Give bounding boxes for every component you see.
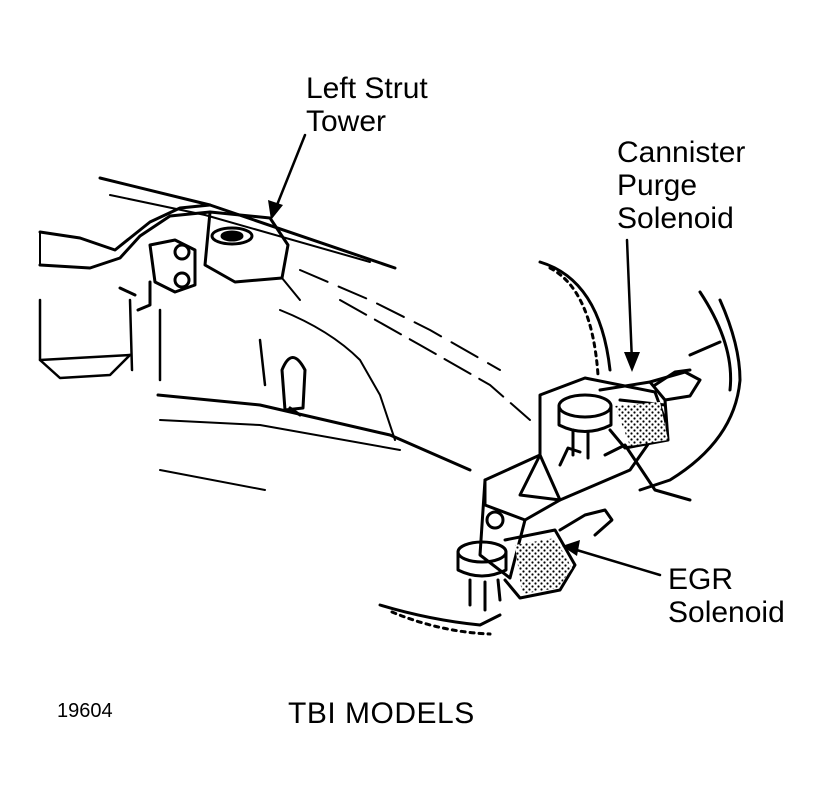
fender-panel [38, 176, 397, 270]
egr-solenoid-coil [515, 538, 572, 594]
cannister-purge-solenoid-line-3: Solenoid [617, 202, 734, 235]
purge-solenoid [557, 368, 702, 460]
strut-tower [203, 210, 301, 301]
left-strut-tower-label: Left Strut Tower [306, 72, 428, 138]
vacuum-post [280, 356, 307, 417]
hoses [378, 260, 742, 636]
purge-solenoid-coil [615, 402, 668, 446]
strut-bracket [118, 238, 197, 312]
inner-panel [279, 269, 531, 441]
egr-solenoid-label: EGR Solenoid [668, 563, 785, 629]
egr-solenoid [456, 508, 614, 612]
figure-number: 19604 [57, 700, 113, 722]
left-strut-tower-line-2: Tower [306, 105, 387, 138]
cannister-purge-solenoid-line-2: Purge [617, 169, 698, 202]
body-structure [38, 298, 472, 491]
cannister-purge-solenoid-line-1: Cannister [617, 136, 746, 169]
solenoid-bracket [478, 376, 692, 580]
cannister-purge-solenoid-label: Cannister Purge Solenoid [617, 136, 745, 235]
egr-solenoid-line-1: EGR [668, 563, 734, 596]
figure-caption: TBI MODELS [288, 697, 475, 730]
left-strut-tower-line-1: Left Strut [306, 72, 428, 105]
leader-lines [273, 133, 662, 577]
arrowheads [268, 200, 640, 556]
egr-solenoid-line-2: Solenoid [668, 596, 785, 629]
